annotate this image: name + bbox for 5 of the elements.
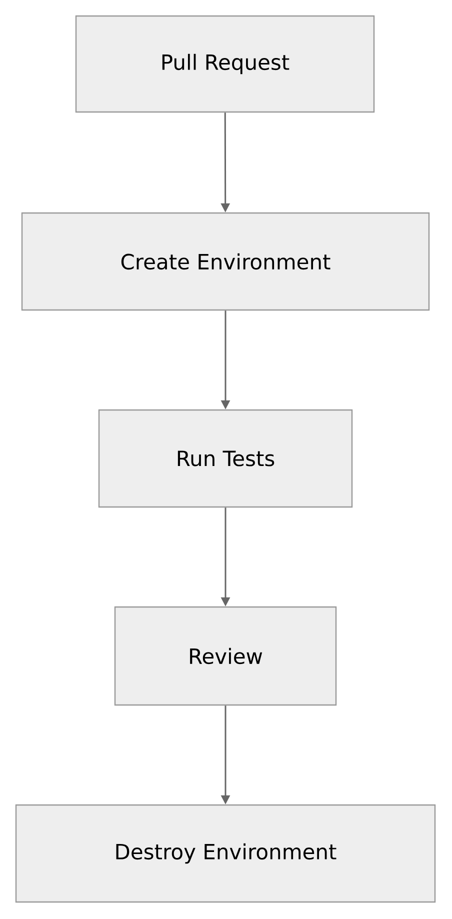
process-box: Pull Request [75, 15, 375, 113]
process-box: Create Environment [21, 212, 430, 311]
process-box: Destroy Environment [15, 804, 436, 903]
process-box: Run Tests [98, 409, 353, 508]
process-box: Review [114, 606, 337, 706]
